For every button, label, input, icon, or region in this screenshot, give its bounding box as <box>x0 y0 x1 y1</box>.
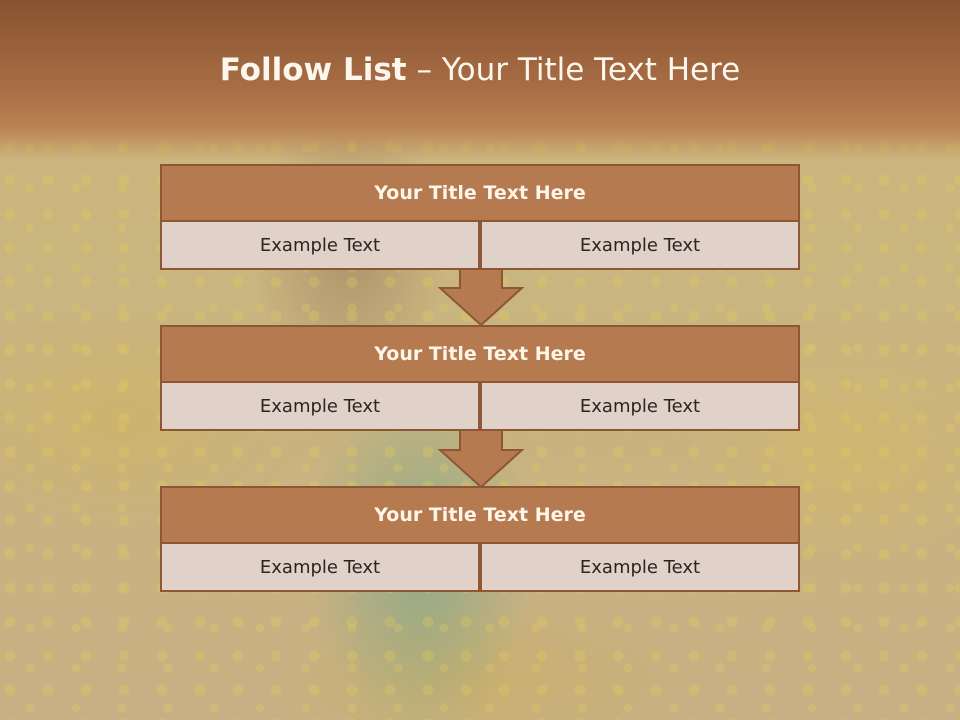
list-block: Your Title Text Here Example Text Exampl… <box>160 486 800 592</box>
page-title: Follow List – Your Title Text Here <box>0 52 960 88</box>
block-cell-left: Example Text <box>160 222 480 270</box>
list-block: Your Title Text Here Example Text Exampl… <box>160 325 800 431</box>
block-cell-right: Example Text <box>480 544 800 592</box>
block-cell-left: Example Text <box>160 544 480 592</box>
down-arrow-icon <box>438 430 524 488</box>
block-row: Example Text Example Text <box>160 222 800 270</box>
block-row: Example Text Example Text <box>160 383 800 431</box>
block-title: Your Title Text Here <box>160 325 800 383</box>
page-title-bold: Follow List <box>219 52 407 88</box>
list-block: Your Title Text Here Example Text Exampl… <box>160 164 800 270</box>
down-arrow-icon <box>438 268 524 326</box>
block-cell-right: Example Text <box>480 383 800 431</box>
block-title: Your Title Text Here <box>160 164 800 222</box>
header-band <box>0 0 960 160</box>
page-title-rest: – Your Title Text Here <box>406 52 741 88</box>
block-cell-left: Example Text <box>160 383 480 431</box>
block-title: Your Title Text Here <box>160 486 800 544</box>
block-row: Example Text Example Text <box>160 544 800 592</box>
block-cell-right: Example Text <box>480 222 800 270</box>
